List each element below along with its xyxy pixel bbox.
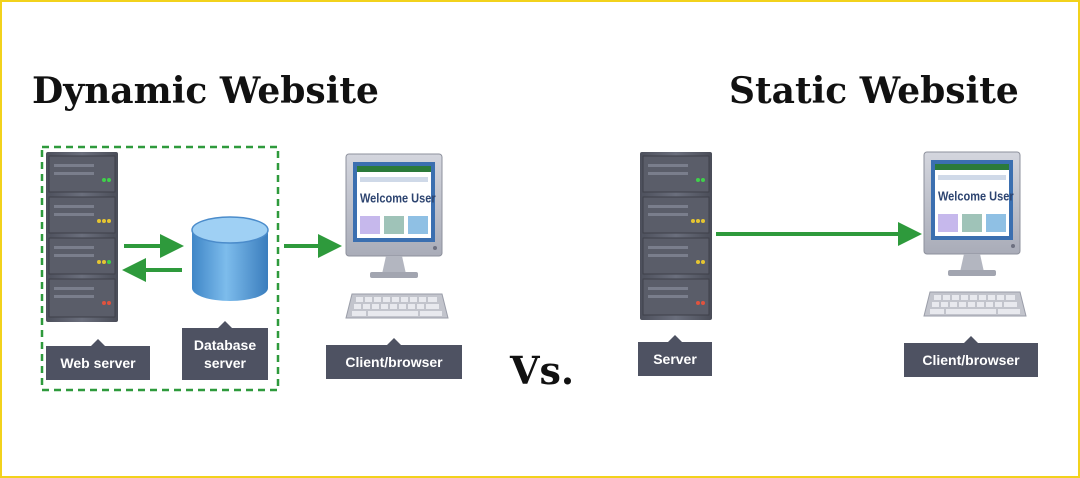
web-server-label: Web server bbox=[46, 339, 150, 380]
versus-text: Vs. bbox=[510, 348, 575, 393]
server-rack-icon bbox=[640, 152, 712, 320]
database-server-label: Database server bbox=[182, 321, 268, 380]
database-cylinder-icon bbox=[191, 216, 269, 301]
dynamic-screen-welcome-text: Welcome User bbox=[360, 192, 436, 206]
static-server-label-text: Server bbox=[653, 350, 697, 367]
dynamic-client-browser-label-text: Client/browser bbox=[345, 353, 443, 370]
dynamic-website-title: Dynamic Website bbox=[32, 70, 379, 112]
static-client-browser-label-text: Client/browser bbox=[922, 351, 1020, 368]
database-server-label-text: Database server bbox=[193, 336, 257, 371]
server-rack-icon bbox=[46, 152, 118, 322]
static-website-title: Static Website bbox=[729, 70, 1019, 112]
keyboard-icon bbox=[345, 293, 449, 319]
keyboard-icon bbox=[923, 291, 1027, 317]
monitor-icon bbox=[923, 151, 1021, 276]
static-screen-welcome-text: Welcome User bbox=[938, 190, 1014, 204]
dynamic-client-browser-label: Client/browser bbox=[326, 338, 462, 379]
static-client-browser-label: Client/browser bbox=[904, 336, 1038, 377]
static-server-label: Server bbox=[638, 335, 712, 376]
monitor-icon bbox=[345, 153, 443, 278]
web-server-label-text: Web server bbox=[60, 354, 136, 371]
